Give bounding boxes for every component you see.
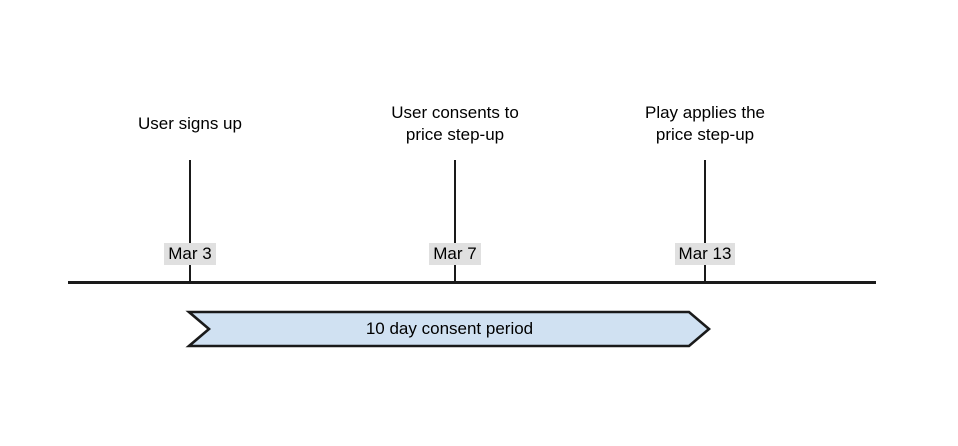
milestone-caption: User signs up [138, 114, 242, 133]
timeline-axis [68, 281, 876, 284]
milestone-date: Mar 7 [355, 243, 555, 265]
milestone-caption: User consents to price step-up [391, 103, 519, 144]
milestone-caption: Play applies the price step-up [644, 103, 766, 144]
banner-chevron-polygon [185, 310, 712, 348]
milestone-date-label: Mar 13 [674, 243, 736, 265]
milestone-date-label: Mar 3 [164, 243, 216, 265]
milestone-date: Mar 13 [605, 243, 805, 265]
milestone-tick-line [189, 160, 191, 283]
milestone-tick-line [454, 160, 456, 283]
consent-period-banner: 10 day consent period [185, 310, 712, 348]
milestone-date-label: Mar 7 [429, 243, 481, 265]
milestone-date: Mar 3 [90, 243, 290, 265]
consent-period-banner-shape [185, 310, 712, 348]
milestone-tick-line [704, 160, 706, 283]
